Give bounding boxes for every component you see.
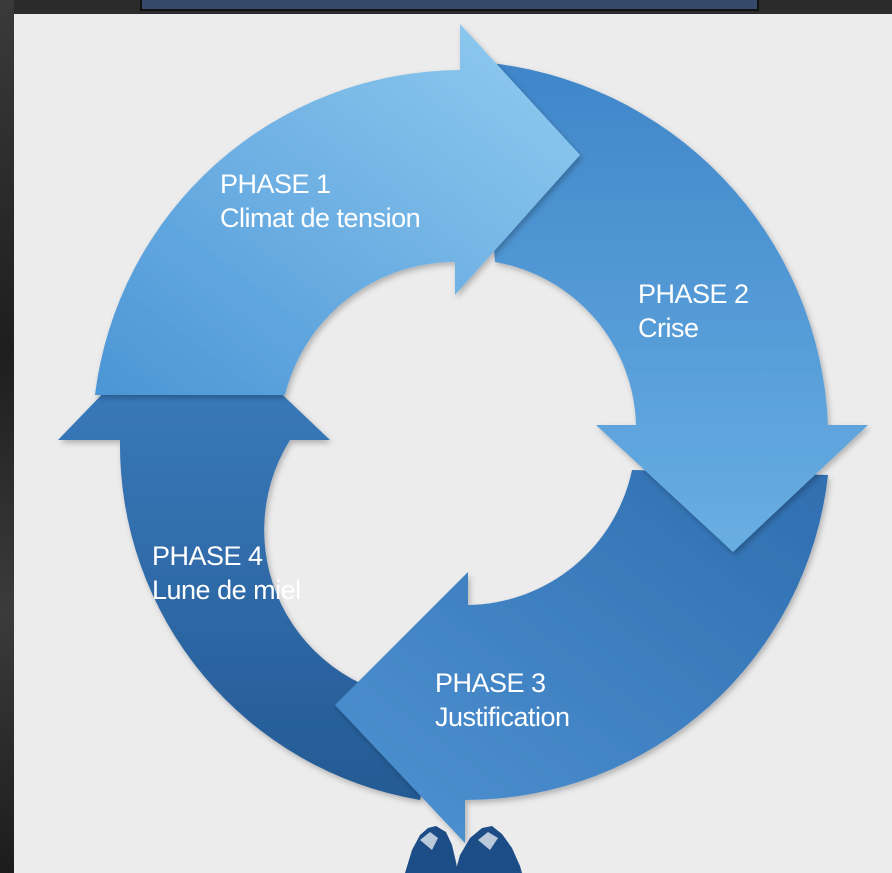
phase-4-arrow <box>58 305 440 800</box>
horse-heads-logo <box>405 826 522 873</box>
phase-2-label: Crise <box>638 313 699 343</box>
phase-1-number: PHASE 1 <box>220 169 331 199</box>
phase-4-label: Lune de miel <box>152 575 301 605</box>
phase-1-label: Climat de tension <box>220 203 420 233</box>
phase-3-arrow <box>335 470 828 843</box>
phase-2-arrow <box>480 62 868 552</box>
phase-2-number: PHASE 2 <box>638 279 749 309</box>
phase-1-arrow <box>95 24 580 395</box>
header-box <box>140 0 759 11</box>
phase-3-label: Justification <box>435 702 570 732</box>
phase-3-number: PHASE 3 <box>435 668 546 698</box>
phase-4-number: PHASE 4 <box>152 541 263 571</box>
left-border <box>0 0 14 873</box>
